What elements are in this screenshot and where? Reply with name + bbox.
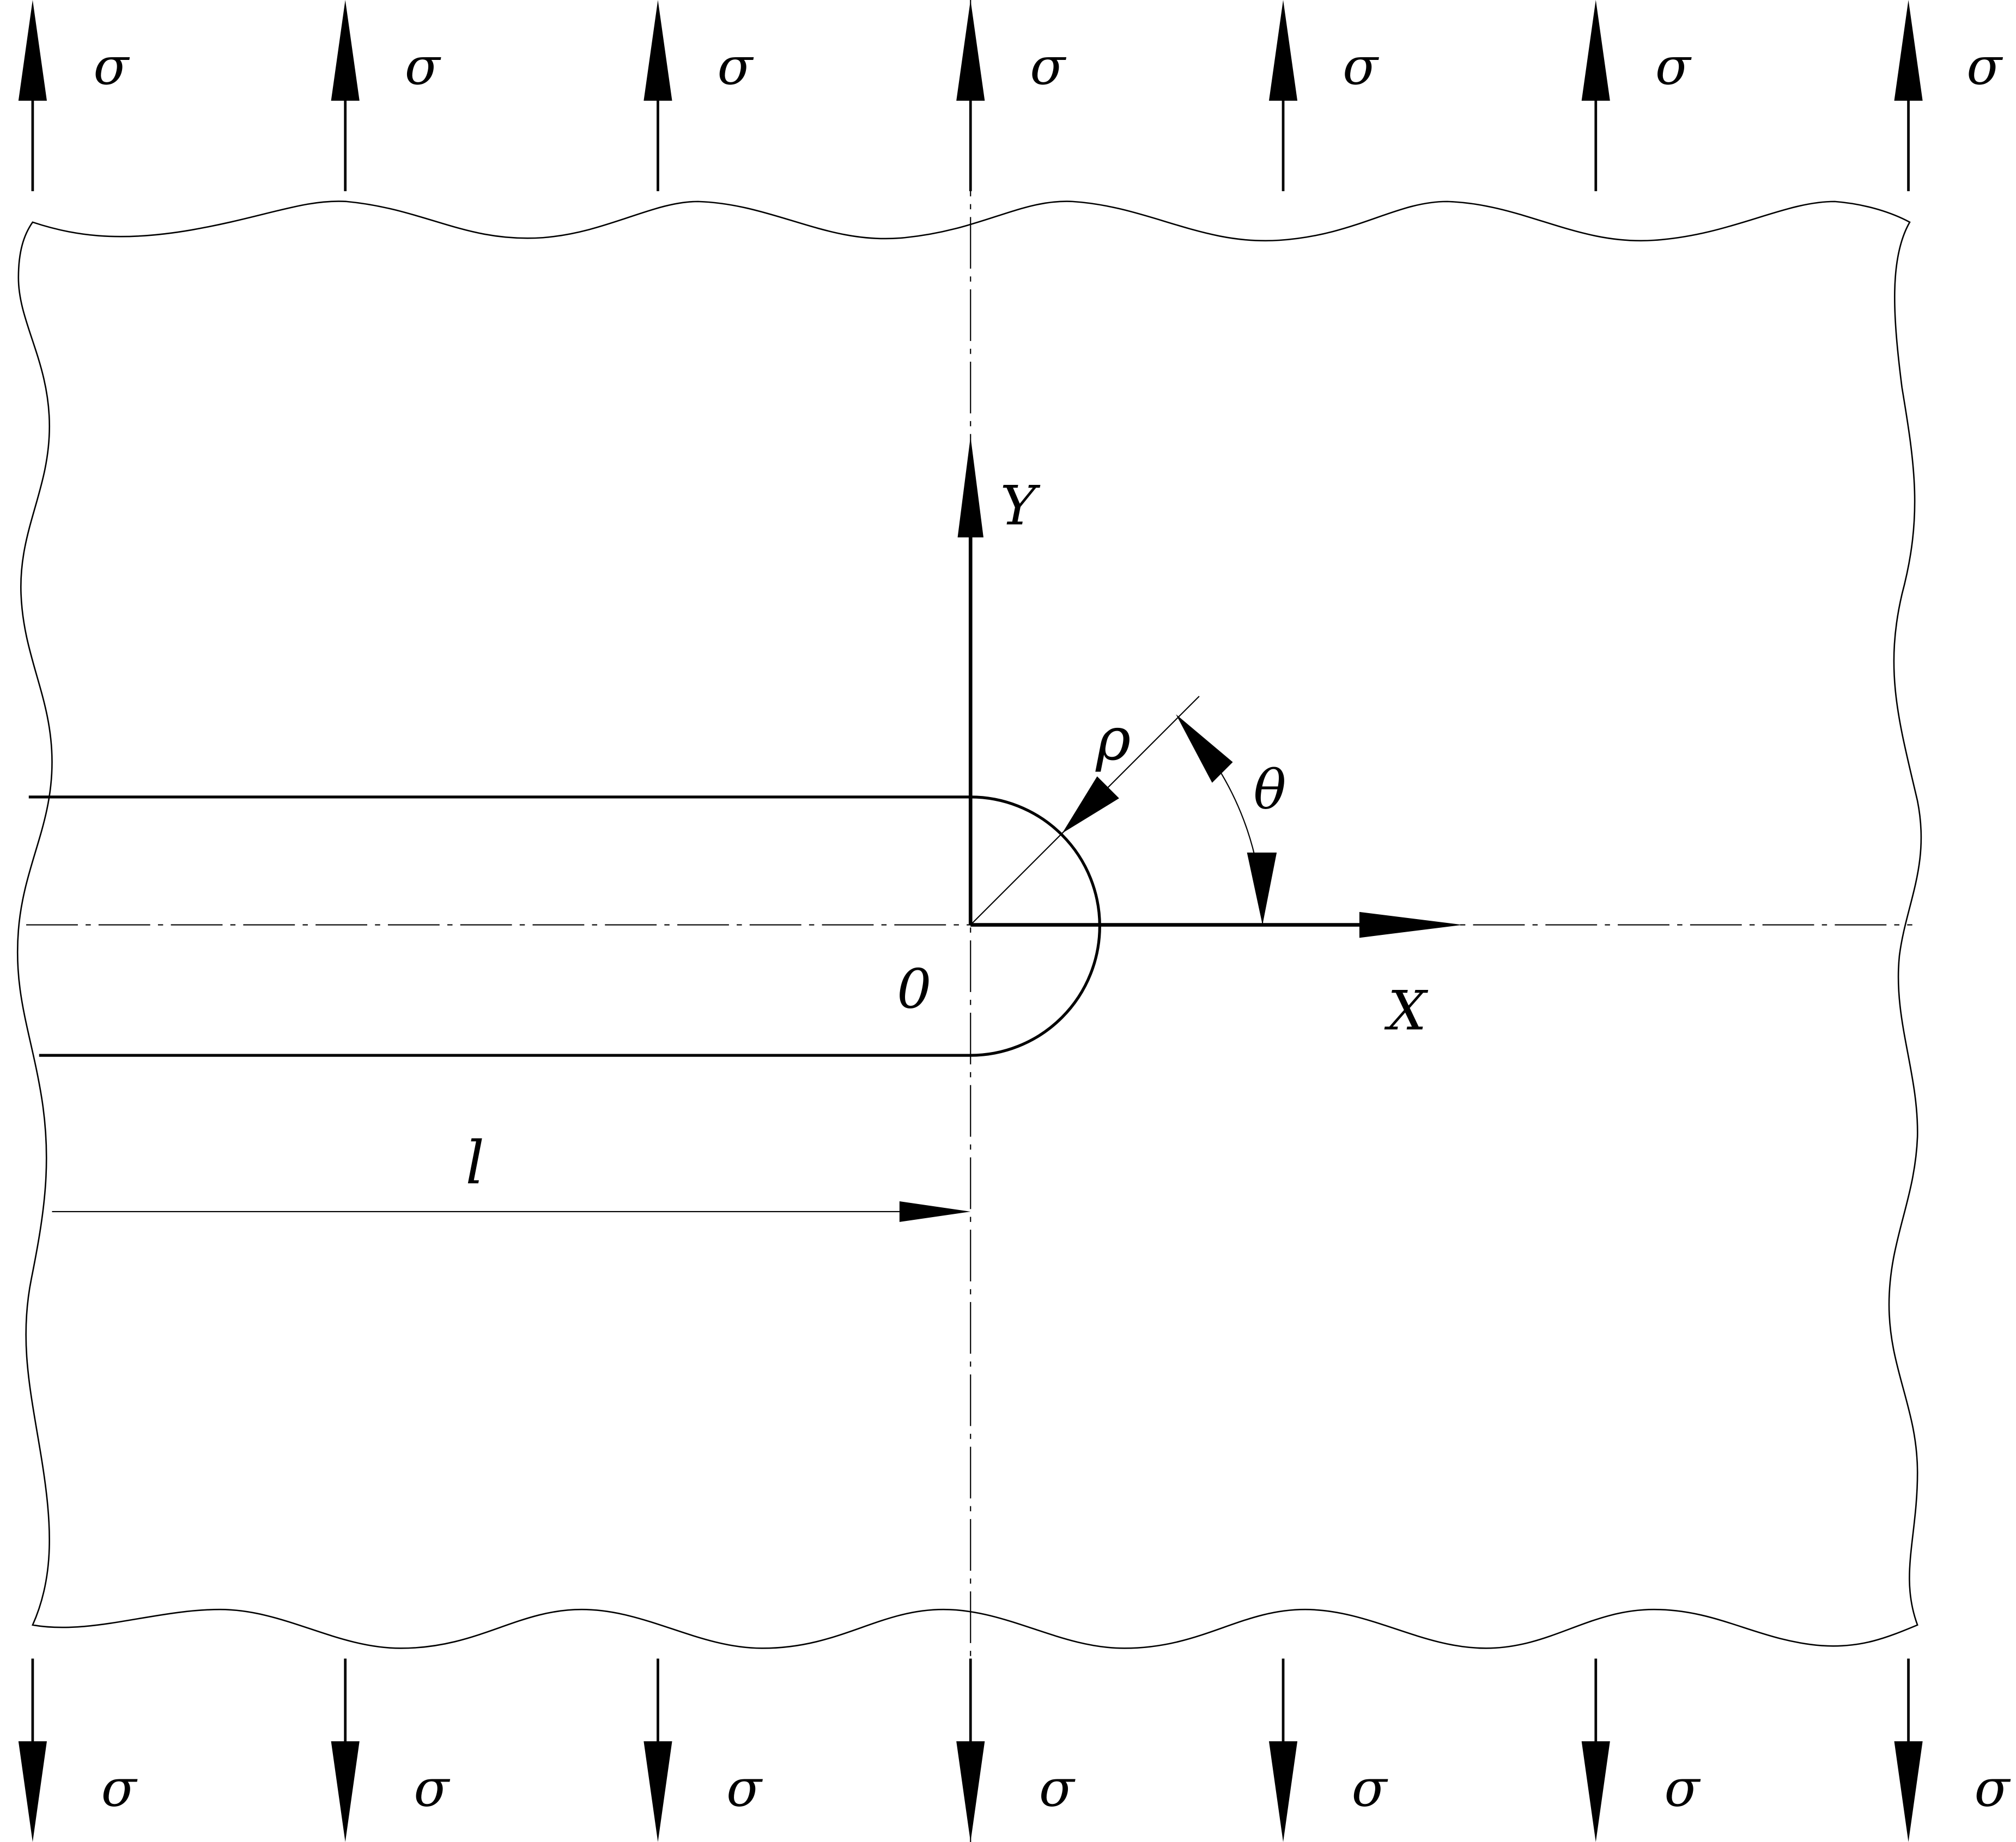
sigma-label-bottom: σ xyxy=(1974,1759,2011,1819)
sigma-label-top: σ xyxy=(1966,37,2003,96)
sigma-label-bottom: σ xyxy=(414,1759,450,1819)
top-stress-arrows xyxy=(18,0,1923,191)
plate-outline xyxy=(16,200,1922,1649)
sigma-label-top: σ xyxy=(718,37,754,96)
rho-label: ρ xyxy=(1095,704,1131,774)
top-stress-arrow xyxy=(18,0,47,191)
x-axis-label: X xyxy=(1384,980,1429,1043)
bottom-stress-arrow xyxy=(956,1658,985,1842)
sigma-label-top: σ xyxy=(1655,37,1692,96)
top-stress-arrow xyxy=(1268,0,1298,191)
bottom-stress-arrow xyxy=(1894,1658,1923,1842)
bottom-stress-arrow xyxy=(1268,1658,1298,1842)
top-stress-arrow xyxy=(643,0,672,191)
top-stress-arrow xyxy=(956,0,985,191)
theta-arrow-top-icon xyxy=(1176,714,1233,783)
sigma-label-top: σ xyxy=(1343,37,1379,96)
bottom-stress-arrow xyxy=(331,1658,360,1842)
length-arrow-icon xyxy=(899,1201,971,1222)
theta-arrow-bottom-icon xyxy=(1247,852,1277,925)
x-axis-arrow-icon xyxy=(1359,911,1463,938)
sigma-label-top: σ xyxy=(1030,37,1066,96)
crack-notch xyxy=(28,795,1101,1057)
y-axis-label: Y xyxy=(1000,475,1041,538)
top-stress-arrow xyxy=(1581,0,1610,191)
bottom-stress-arrow xyxy=(643,1658,672,1842)
y-axis-arrow-icon xyxy=(957,436,983,538)
theta-label: θ xyxy=(1253,759,1286,822)
rho-arrow-icon xyxy=(1062,776,1119,834)
bottom-stress-arrows xyxy=(18,1658,1923,1842)
theta-arc xyxy=(1178,718,1264,925)
sigma-label-bottom: σ xyxy=(1664,1759,1701,1819)
sigma-label-top: σ xyxy=(405,37,441,96)
sigma-label-bottom: σ xyxy=(1352,1759,1388,1819)
sigma-label-top: σ xyxy=(93,37,130,96)
bottom-stress-arrow xyxy=(18,1658,47,1842)
top-stress-arrow xyxy=(331,0,360,191)
top-stress-arrow xyxy=(1894,0,1923,191)
sigma-label-bottom: σ xyxy=(101,1759,138,1819)
origin-label: 0 xyxy=(897,958,931,1020)
sigma-label-bottom: σ xyxy=(1039,1759,1076,1819)
sigma-label-bottom: σ xyxy=(726,1759,763,1819)
bottom-stress-arrow xyxy=(1581,1658,1610,1842)
length-label: l xyxy=(465,1128,484,1197)
